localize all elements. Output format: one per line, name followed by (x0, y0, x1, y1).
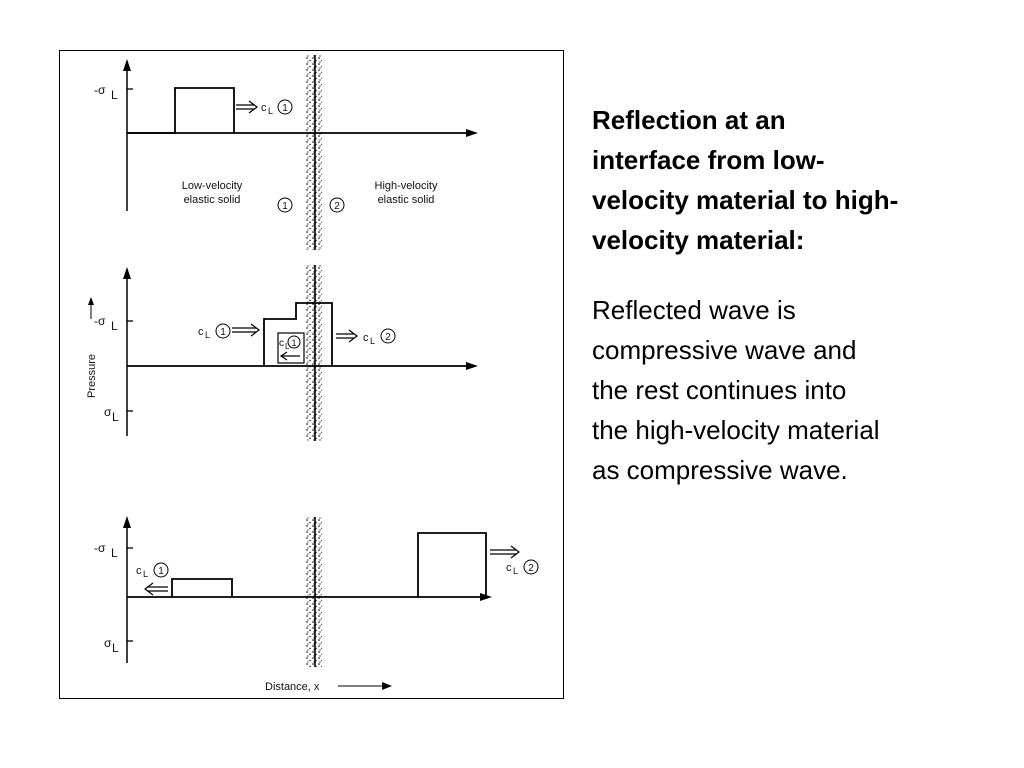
speed-arrow-reflected (279, 351, 300, 361)
distance-axis-label: Distance, x (265, 681, 320, 693)
wave-diagram: -σ L c L 1 Low-velocity elastic solid Hi… (86, 55, 539, 693)
p2-incident-marker: 1 (220, 327, 226, 338)
p1-region-left-line2: elastic solid (184, 194, 241, 206)
p1-stress-label: -σ (94, 83, 106, 97)
panel-result: -σ L σ L c L 1 c L 2 Distance, x (94, 516, 539, 693)
p2-stress-label: -σ (94, 314, 106, 328)
p3-stress-label: -σ (94, 541, 106, 555)
speed-arrow-transmitted-out (490, 545, 520, 559)
speed-arrow-right (236, 100, 258, 114)
p2-reflected-subscript: L (285, 342, 290, 351)
explanation-panel: Reflection at an interface from low- vel… (592, 100, 1012, 490)
p3-reflected-marker: 1 (158, 566, 164, 577)
p2-incident-subscript: L (205, 330, 210, 340)
p3-tension-subscript: L (112, 641, 119, 655)
p1-interface-left-marker: 1 (282, 201, 288, 212)
slide-title: Reflection at an interface from low- vel… (592, 105, 899, 255)
p1-region-left-line1: Low-velocity (182, 180, 243, 192)
speed-arrow-transmitted (336, 329, 358, 343)
p3-transmitted-marker: 2 (528, 563, 534, 574)
p1-region-right-line1: High-velocity (375, 180, 438, 192)
p1-interface-right-marker: 2 (334, 201, 340, 212)
p3-tension-label: σ (104, 636, 112, 650)
p1-wave-marker: 1 (282, 103, 288, 114)
p3-transmitted-speed: c (506, 562, 512, 574)
p2-reflected-speed: c (279, 338, 284, 349)
p2-transmitted-subscript: L (370, 336, 375, 346)
p1-wave-speed: c (261, 102, 267, 114)
slide-body: Reflected wave is compressive wave and t… (592, 295, 880, 485)
speed-arrow-reflected-out (144, 582, 168, 596)
p3-reflected-speed: c (136, 565, 142, 577)
interface-band (306, 55, 322, 667)
p2-stress-subscript: L (111, 319, 118, 333)
p2-tension-subscript: L (112, 410, 119, 424)
panel-incident: -σ L c L 1 Low-velocity elastic solid Hi… (94, 59, 478, 213)
panel-interaction: -σ L σ L Pressure c L 1 c L 1 c L 2 (86, 267, 478, 436)
p1-wave-speed-subscript: L (268, 106, 273, 116)
p3-transmitted-subscript: L (513, 566, 518, 576)
p2-transmitted-speed: c (363, 332, 369, 344)
p2-tension-label: σ (104, 405, 112, 419)
p2-reflected-marker: 1 (291, 338, 296, 348)
p2-transmitted-marker: 2 (385, 332, 391, 343)
p1-stress-subscript: L (111, 88, 118, 102)
p3-stress-subscript: L (111, 546, 118, 560)
p3-reflected-subscript: L (143, 569, 148, 579)
pressure-axis-label: Pressure (86, 354, 98, 398)
wave-reflection-figure: -σ L c L 1 Low-velocity elastic solid Hi… (59, 50, 564, 699)
p2-incident-speed: c (198, 326, 204, 338)
p1-region-right-line2: elastic solid (378, 194, 435, 206)
speed-arrow-incident (232, 323, 260, 337)
